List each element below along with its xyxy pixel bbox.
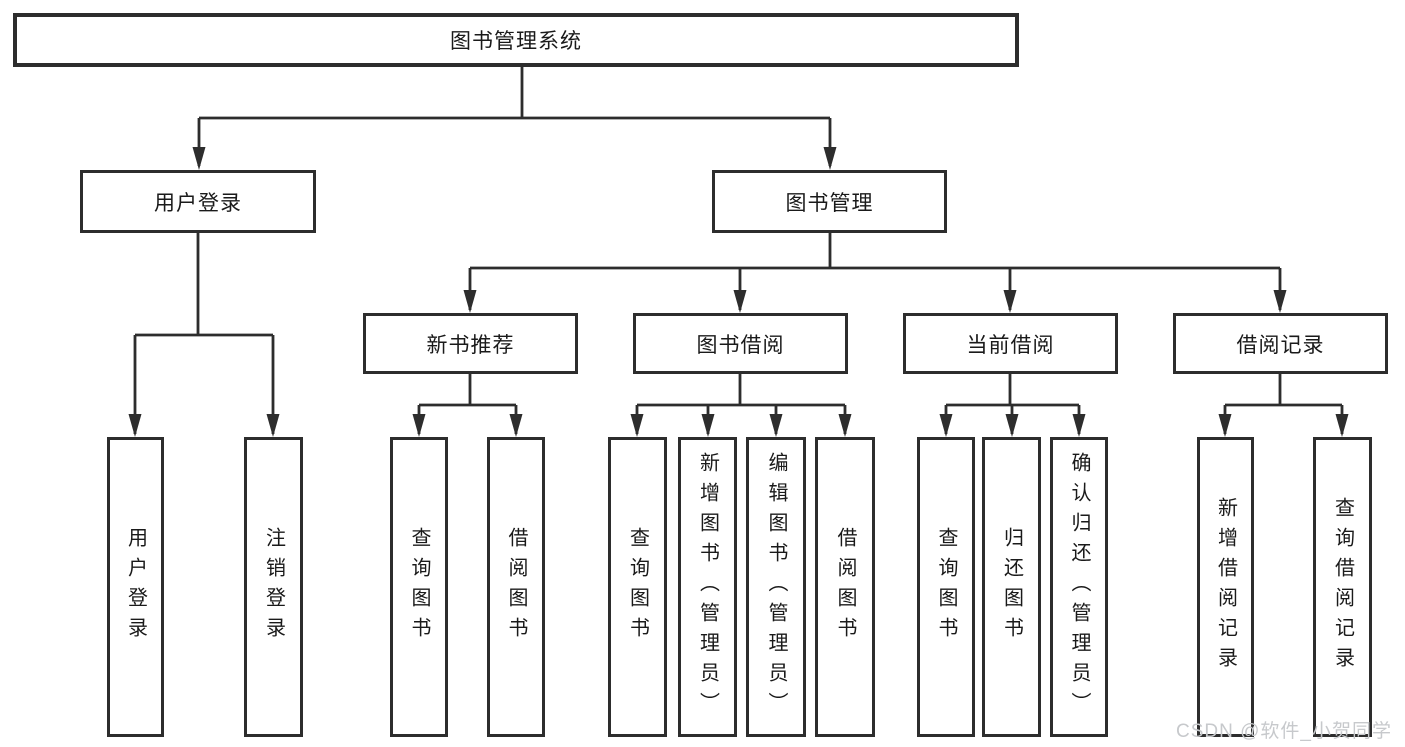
leaf-label: 注销登录	[262, 527, 285, 647]
node-label: 图书借阅	[696, 333, 785, 357]
leaf-add-borrow-record: 新增借阅记录	[1197, 437, 1254, 737]
leaf-label: 用户登录	[124, 527, 147, 647]
arrowhead-down	[1273, 290, 1287, 313]
arrowhead-down	[463, 290, 477, 313]
arrowhead-down	[509, 414, 523, 437]
leaf-label: 新增借阅记录	[1214, 497, 1237, 677]
node-label: 图书管理系统	[450, 30, 582, 53]
arrowhead-down	[1003, 290, 1017, 313]
leaf-query-books-current: 查询图书	[917, 437, 975, 737]
tree-connector-path	[133, 67, 1344, 434]
leaf-label: 查询图书	[626, 527, 649, 647]
leaf-label: 借阅图书	[834, 527, 856, 647]
arrowhead-down	[412, 414, 426, 437]
node-label: 图书管理	[785, 191, 874, 215]
leaf-label: 新增图书（管理员）	[696, 452, 719, 722]
node-library-management-system: 图书管理系统	[13, 13, 1019, 67]
arrowhead-down	[1005, 414, 1019, 437]
leaf-confirm-return-admin: 确认归还（管理员）	[1050, 437, 1108, 737]
arrowhead-down	[733, 290, 747, 313]
leaf-logout: 注销登录	[244, 437, 303, 737]
leaf-borrow-books-borrowing: 借阅图书	[815, 437, 875, 737]
arrowhead-down	[630, 414, 644, 437]
node-label: 新书推荐	[426, 333, 515, 357]
leaf-label: 借阅图书	[505, 527, 527, 647]
leaf-label: 查询图书	[935, 527, 957, 647]
node-user-login: 用户登录	[80, 170, 316, 233]
arrowhead-down	[1072, 414, 1086, 437]
arrowhead-down	[266, 414, 280, 437]
leaf-user-login: 用户登录	[107, 437, 164, 737]
leaf-label: 归还图书	[1000, 527, 1023, 647]
arrowhead-down	[128, 414, 142, 437]
csdn-watermark: CSDN @软件_小贺同学	[1176, 721, 1392, 742]
node-current-borrowing: 当前借阅	[903, 313, 1118, 374]
node-book-borrowing: 图书借阅	[633, 313, 848, 374]
node-label: 用户登录	[154, 191, 242, 215]
leaf-label: 查询图书	[408, 527, 430, 647]
arrowhead-down	[1218, 414, 1232, 437]
arrowhead-down	[192, 147, 206, 170]
arrowhead-down	[823, 147, 837, 170]
node-borrowing-records: 借阅记录	[1173, 313, 1388, 374]
arrowhead-down	[769, 414, 783, 437]
node-label: 借阅记录	[1236, 333, 1325, 357]
leaf-label: 查询借阅记录	[1331, 497, 1354, 677]
node-new-book-recommend: 新书推荐	[363, 313, 578, 374]
arrowhead-down	[838, 414, 852, 437]
leaf-query-books-recommend: 查询图书	[390, 437, 448, 737]
node-book-management: 图书管理	[712, 170, 947, 233]
leaf-return-books: 归还图书	[982, 437, 1041, 737]
leaf-query-books-borrowing: 查询图书	[608, 437, 667, 737]
leaf-query-borrow-record: 查询借阅记录	[1313, 437, 1372, 737]
arrowhead-down	[939, 414, 953, 437]
arrowhead-down	[701, 414, 715, 437]
leaf-add-books-admin: 新增图书（管理员）	[678, 437, 737, 737]
arrowhead-down	[1335, 414, 1349, 437]
leaf-borrow-books-recommend: 借阅图书	[487, 437, 545, 737]
leaf-label: 确认归还（管理员）	[1068, 452, 1090, 722]
leaf-edit-books-admin: 编辑图书（管理员）	[746, 437, 806, 737]
node-label: 当前借阅	[966, 333, 1055, 357]
leaf-label: 编辑图书（管理员）	[765, 452, 787, 722]
